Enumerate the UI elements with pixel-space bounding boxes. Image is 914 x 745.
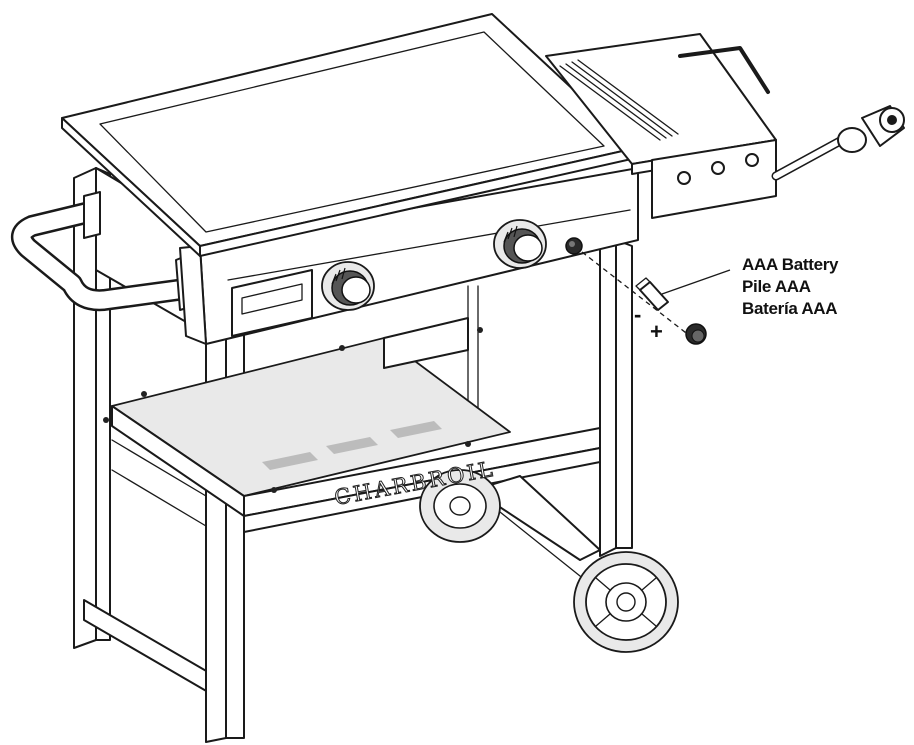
battery-label-english: AAA Battery	[742, 255, 839, 274]
battery-label-french: Pile AAA	[742, 277, 811, 296]
aaa-battery	[635, 277, 669, 311]
polarity-positive-sign: +	[650, 319, 663, 344]
igniter-cap	[685, 323, 707, 345]
rear-wheel	[419, 469, 501, 543]
griddle-top	[61, 13, 637, 257]
cart-frame	[73, 167, 633, 743]
battery-leader-line	[661, 269, 731, 295]
shelf-vents	[559, 59, 679, 141]
burner-knob-right	[493, 219, 547, 269]
battery-label-spanish: Batería AAA	[742, 299, 837, 318]
front-wheel	[573, 551, 679, 653]
wheel-axle	[473, 475, 601, 585]
shelf-decals	[262, 421, 442, 470]
gas-regulator-hose	[771, 105, 905, 181]
side-shelf	[545, 33, 777, 219]
igniter-button	[565, 237, 583, 255]
grease-tray	[231, 269, 313, 337]
burner-knob-left	[321, 261, 375, 311]
polarity-negative-sign: -	[634, 302, 641, 327]
battery-insertion-line	[581, 251, 691, 337]
